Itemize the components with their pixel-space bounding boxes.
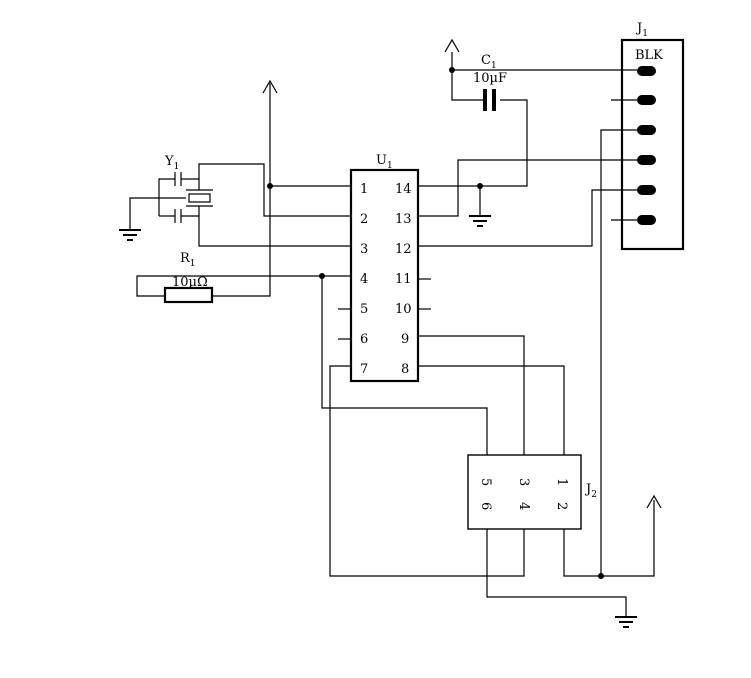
power-arrows <box>262 38 662 509</box>
wire-pin4-to-j2-5 <box>321 276 488 455</box>
j2-connector[interactable]: J2 1 2 3 4 5 6 <box>467 454 597 530</box>
u1-pin-3: 3 <box>360 242 368 257</box>
wire-y1-left-bus <box>158 178 175 216</box>
j1-pin-4 <box>637 155 656 165</box>
j2-pin-5: 5 <box>478 478 493 486</box>
u1-chip[interactable]: U1 1 2 3 4 5 6 7 14 13 12 11 10 9 8 <box>338 153 431 383</box>
wire-y1-top-to-pin2 <box>181 163 351 217</box>
wire-r1-to-pin4 <box>136 275 351 297</box>
u1-pin-4: 4 <box>360 272 368 287</box>
r1-body <box>163 286 214 304</box>
u1-pin-13: 13 <box>395 212 412 227</box>
wire-pin13-to-j1-4 <box>418 159 637 217</box>
wires <box>129 52 655 617</box>
u1-pin-10: 10 <box>395 302 412 317</box>
j1-ref: J1 <box>635 21 648 39</box>
y1-crystal-body <box>188 193 211 203</box>
vcc-arrow-icon <box>444 38 460 53</box>
r1-value: 10µΩ <box>172 275 208 290</box>
u1-pin-7: 7 <box>360 362 368 377</box>
j1-pin-6 <box>637 215 656 225</box>
j1-pin-5 <box>637 185 656 195</box>
vcc-arrow-icon <box>262 79 278 94</box>
u1-pin-1: 1 <box>360 182 368 197</box>
j2-pin-2: 2 <box>554 502 569 510</box>
u1-pin-8: 8 <box>401 362 409 377</box>
u1-pin-12: 12 <box>395 242 412 257</box>
ground-icon <box>469 215 491 227</box>
junction-dot <box>319 273 325 279</box>
ground-icon <box>119 229 141 241</box>
wire-j2-2-to-rail <box>563 500 655 577</box>
j1-pin-2 <box>637 95 656 105</box>
wire-j2-6-ground <box>486 529 627 617</box>
vcc-arrow-icon <box>646 494 662 509</box>
u1-pin-11: 11 <box>395 272 412 287</box>
j2-pin-3: 3 <box>516 478 531 486</box>
j2-ref: J2 <box>584 482 597 500</box>
wire-y1-ground <box>129 197 159 230</box>
j2-pin-4: 4 <box>516 502 531 510</box>
j1-pin-3 <box>637 125 656 135</box>
wire-pin14 <box>418 99 528 187</box>
c1-capacitor[interactable]: C1 10µF <box>473 53 507 111</box>
junction-dot <box>477 183 483 189</box>
r1-resistor[interactable]: R1 10µΩ <box>163 251 214 304</box>
r1-ref: R1 <box>180 251 196 269</box>
j1-body <box>620 38 685 251</box>
wire-pin7-to-j2-4 <box>329 365 525 577</box>
ground-symbols <box>119 215 637 628</box>
wire-pin12-to-j1-5 <box>418 189 637 247</box>
j1-connector[interactable]: J1 BLK <box>611 21 685 251</box>
wire-y1-bottom-to-pin3 <box>181 215 351 247</box>
wire-j1-3 <box>600 129 611 576</box>
u1-ref: U1 <box>376 153 393 171</box>
u1-pin-2: 2 <box>360 212 368 227</box>
ground-icon <box>615 616 637 628</box>
wire-pin9-to-j2-3 <box>418 335 525 455</box>
j2-pin-1: 1 <box>554 478 569 486</box>
wire-vcc-rail-left <box>212 83 271 297</box>
c1-value: 10µF <box>473 71 507 86</box>
c1-ref: C1 <box>481 53 497 71</box>
u1-pin-9: 9 <box>401 332 409 347</box>
j2-pin-6: 6 <box>478 502 493 510</box>
j1-pin-1 <box>637 66 656 76</box>
u1-pin-5: 5 <box>360 302 368 317</box>
junction-dot <box>267 183 273 189</box>
junctions <box>267 67 604 579</box>
j2-body <box>467 454 582 530</box>
junction-dot <box>449 67 455 73</box>
u1-pin-14: 14 <box>395 182 412 197</box>
j1-label: BLK <box>635 48 663 63</box>
junction-dot <box>598 573 604 579</box>
wire-pin8-to-j2-1 <box>418 365 565 455</box>
u1-pin-6: 6 <box>360 332 368 347</box>
y1-ref: Y1 <box>164 154 179 172</box>
